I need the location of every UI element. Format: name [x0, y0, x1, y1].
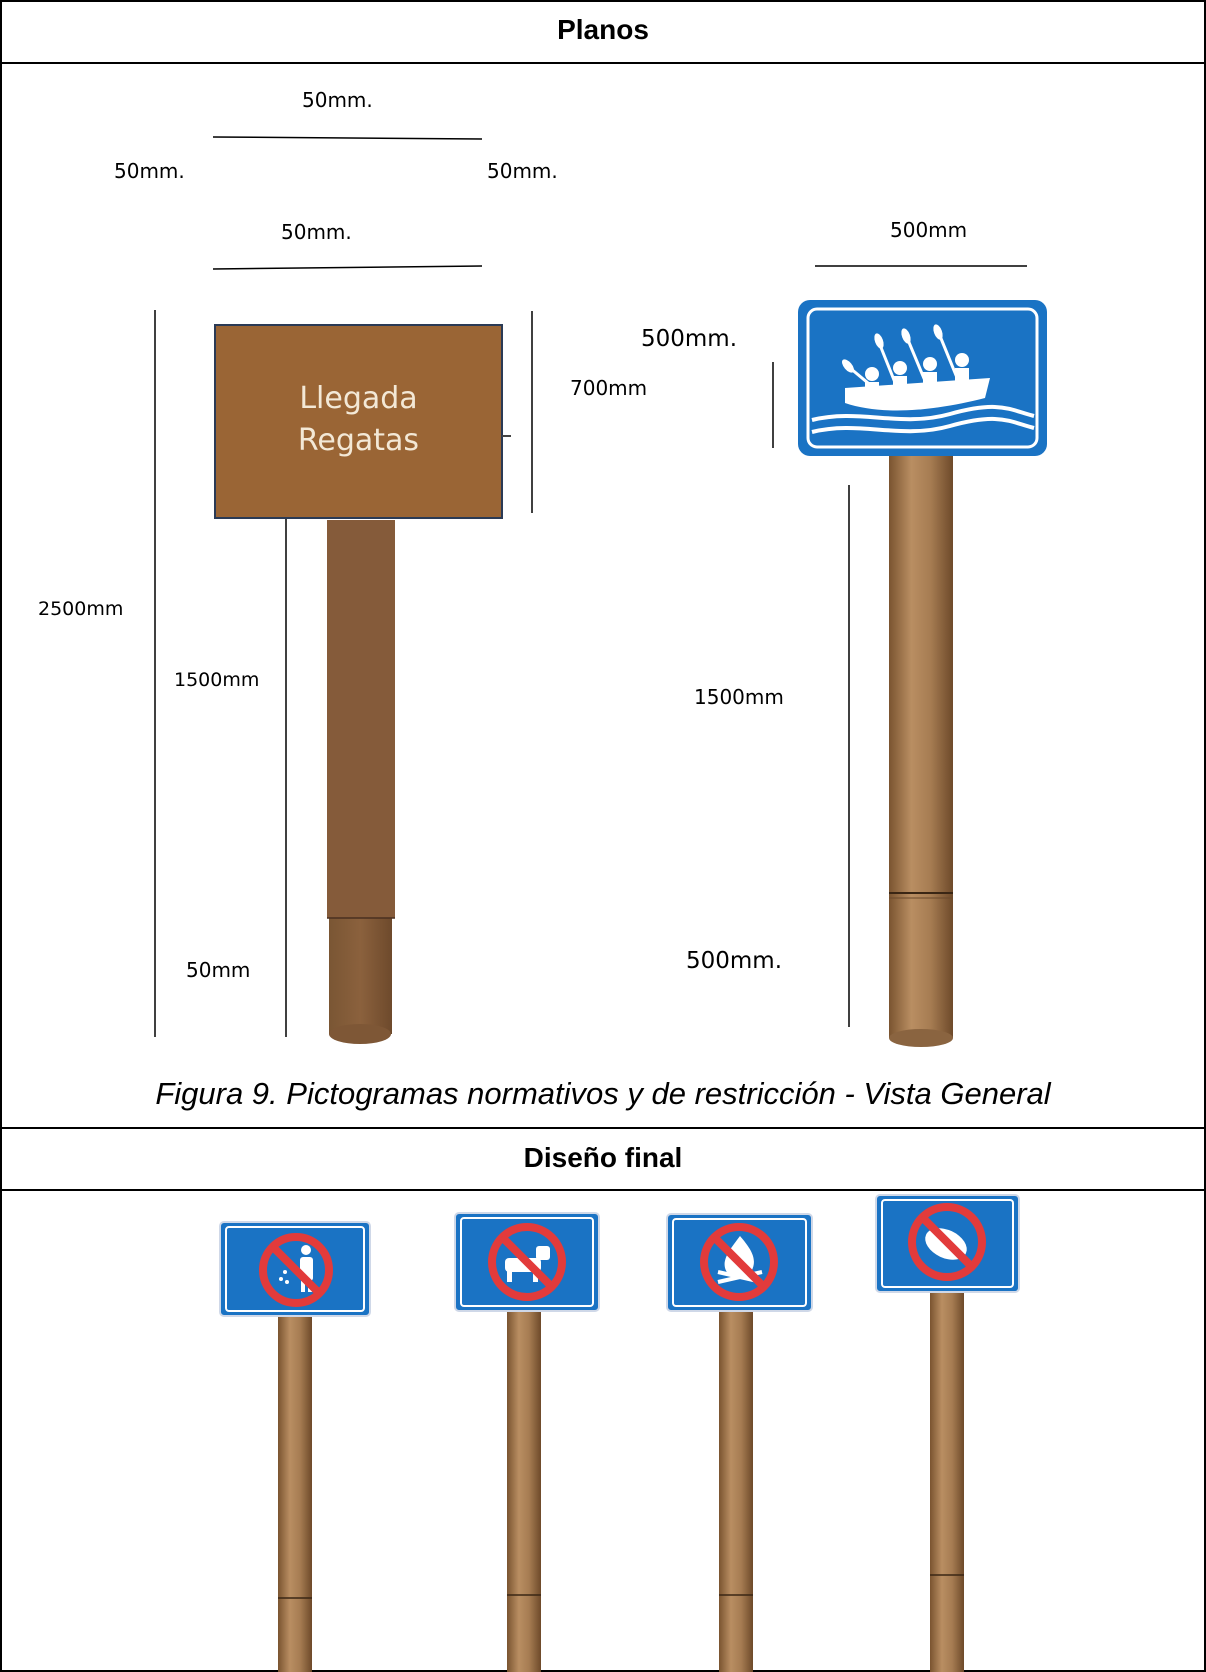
final-sign-2 — [454, 1212, 600, 1672]
rafting-icon — [811, 324, 1035, 434]
brown-board — [214, 324, 503, 519]
no-walking-icon — [908, 1203, 986, 1281]
dim-label-right: 50mm. — [487, 159, 558, 183]
dim-label-total: 2500mm — [38, 598, 124, 620]
board-text-line1: Llegada — [299, 381, 418, 416]
left-post-upper — [327, 520, 395, 918]
diseno-final-header: Diseño final — [523, 1142, 683, 1173]
dim-label-width: 50mm. — [281, 220, 352, 244]
no-dogs-icon — [488, 1223, 566, 1301]
no-littering-icon — [259, 1233, 333, 1307]
final-sign-3 — [666, 1213, 813, 1672]
board-text-line2: Regatas — [297, 423, 420, 458]
dim-line-top — [212, 136, 483, 140]
right-post — [889, 452, 953, 1038]
dim-label-width-right: 500mm — [890, 218, 968, 242]
planos-header: Planos — [557, 14, 649, 45]
figure-caption: Figura 9. Pictogramas normativos y de re… — [155, 1076, 1051, 1111]
final-sign-1 — [219, 1221, 371, 1672]
dim-label-post: 1500mm — [174, 669, 260, 691]
dim-line-width — [212, 265, 483, 270]
dim-label-left: 50mm. — [114, 159, 185, 183]
dim-label-height-right: 500mm. — [641, 326, 738, 352]
dim-label-post-right: 1500mm — [694, 685, 784, 709]
left-post-lower — [329, 918, 392, 1034]
dim-label-base-right: 500mm. — [686, 948, 783, 974]
dim-label-top: 50mm. — [302, 88, 373, 112]
dim-label-base: 50mm — [186, 958, 251, 982]
right-plan-sign — [772, 265, 1047, 1047]
no-fire-icon — [700, 1223, 778, 1301]
dim-label-height: 700mm — [570, 376, 648, 400]
board-text: Llegada Regatas — [215, 378, 502, 462]
final-sign-4 — [875, 1194, 1020, 1672]
left-plan-sign — [154, 136, 533, 1044]
